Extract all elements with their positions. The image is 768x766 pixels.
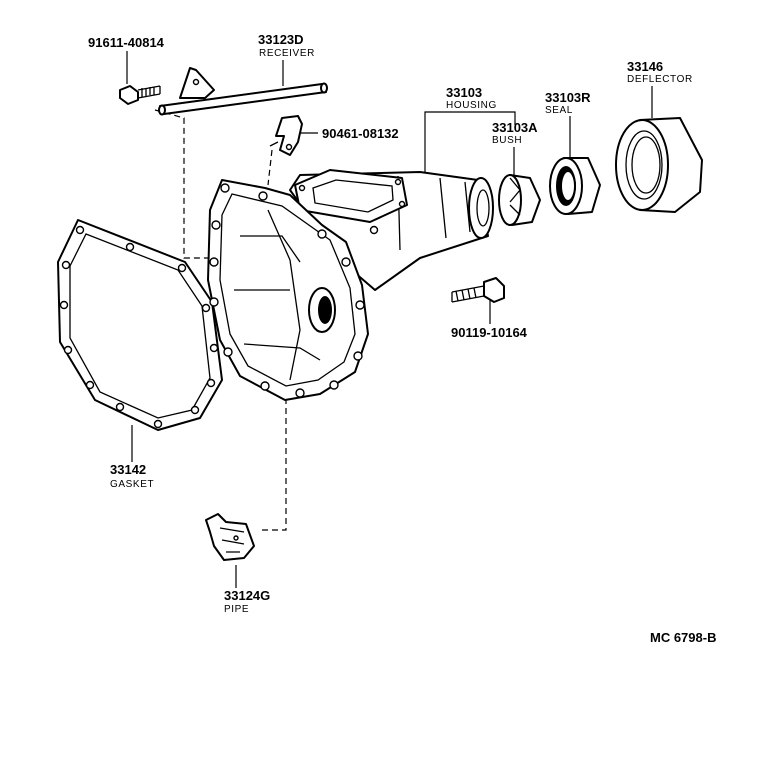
bush-front [498, 174, 522, 226]
label-deflector-name: DEFLECTOR [627, 74, 693, 85]
bolt-top-head [119, 85, 139, 105]
leader-lines [126, 51, 653, 588]
housing-part [207, 169, 494, 401]
label-gasket-name: GASKET [110, 479, 154, 490]
label-seal-name: SEAL [545, 105, 573, 116]
bolt-side-head [483, 277, 505, 303]
seal-part [549, 157, 601, 215]
label-housing-number: 33103 [446, 85, 482, 100]
dash-bolt-to-housing [154, 109, 210, 259]
label-deflector-number: 33146 [627, 59, 663, 74]
label-pipe-name: PIPE [224, 604, 249, 615]
leader-housing [424, 111, 516, 175]
label-seal-number: 33103R [545, 90, 591, 105]
housing-bell-inner [219, 193, 356, 387]
label-pipe-number: 33124G [224, 588, 270, 603]
label-bush-name: BUSH [492, 135, 522, 146]
diagram-reference-code: MC 6798-B [650, 630, 716, 645]
label-housing-name: HOUSING [446, 100, 497, 111]
pipe-body [205, 513, 255, 561]
label-receiver-name: RECEIVER [259, 48, 315, 59]
label-gasket-number: 33142 [110, 462, 146, 477]
label-receiver-number: 33123D [258, 32, 304, 47]
gasket-inner [69, 233, 211, 419]
bolt-side-part [451, 277, 505, 303]
receiver-part [158, 67, 328, 116]
label-clamp-bolt-number: 90461-08132 [322, 126, 399, 141]
gasket-part [57, 219, 223, 431]
bolt-top-part [119, 85, 161, 105]
pipe-part [205, 513, 255, 561]
dash-clamp-to-housing [267, 149, 273, 186]
clamp-body [275, 115, 303, 156]
gasket-outer [57, 219, 223, 431]
bush-part [498, 174, 541, 226]
label-bush-number: 33103A [492, 120, 538, 135]
label-bolt-side-number: 90119-10164 [451, 325, 528, 340]
clamp-part [269, 115, 303, 156]
gasket-bolt-holes [59, 225, 219, 429]
label-bolt-top-number: 91611-40814 [88, 35, 165, 50]
deflector-part [615, 117, 703, 213]
housing-flange-holes [209, 183, 365, 398]
